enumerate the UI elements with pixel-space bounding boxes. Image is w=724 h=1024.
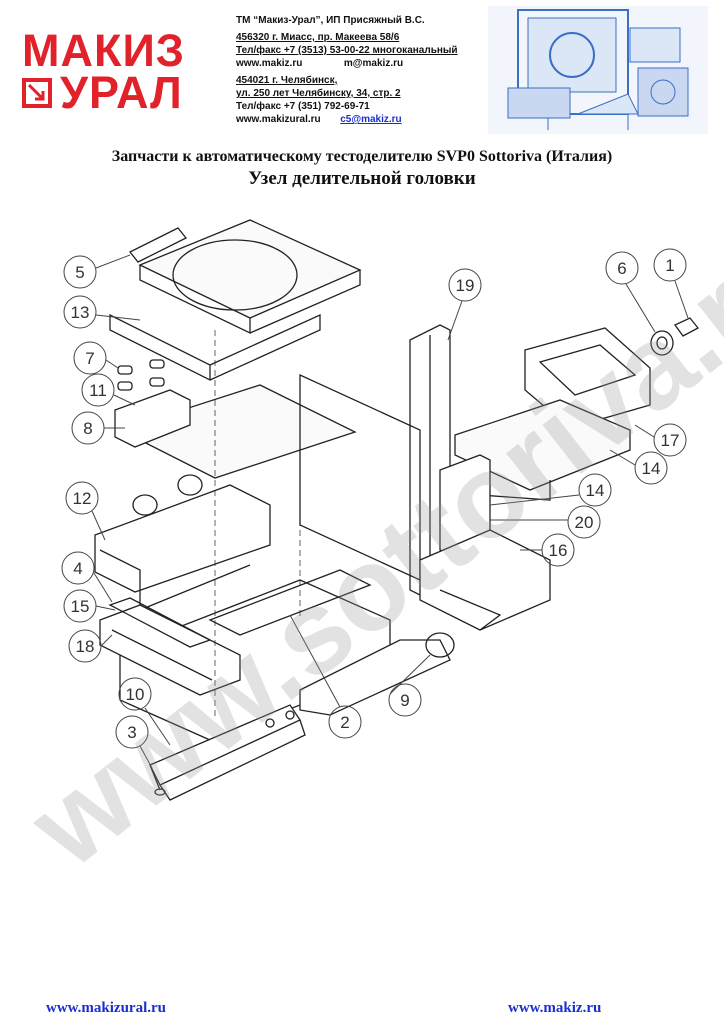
contact-site-2[interactable]: www.makizural.ru	[236, 114, 321, 125]
footer-link-right[interactable]: www.makiz.ru	[508, 1000, 602, 1016]
callout-8: 8	[83, 419, 92, 438]
callout-18: 18	[76, 637, 95, 656]
callout-5: 5	[75, 263, 84, 282]
callout-7: 7	[85, 349, 94, 368]
callout-16: 16	[549, 541, 568, 560]
contact-line-6: ул. 250 лет Челябинску, 34, стр. 2	[236, 88, 401, 99]
contact-line-7: Тел/факс +7 (351) 792-69-71	[236, 101, 370, 112]
callout-13: 13	[71, 303, 90, 322]
contact-email-2[interactable]: c5@makiz.ru	[340, 114, 402, 125]
callout-19: 19	[456, 276, 475, 295]
callout-3: 3	[127, 723, 136, 742]
page-title: Запчасти к автоматическому тестоделителю…	[111, 148, 613, 165]
callout-11: 11	[89, 381, 107, 400]
footer-link-left[interactable]: www.makizural.ru	[46, 1000, 166, 1016]
exploded-assembly-drawing: 5 13 7 11 8 12 4 15 18 10 3 2 9 19 6 1 1…	[61, 219, 699, 801]
callout-20: 20	[575, 513, 594, 532]
equipment-illustration	[488, 6, 708, 134]
contact-email-1[interactable]: m@makiz.ru	[343, 58, 404, 69]
callout-4: 4	[73, 559, 82, 578]
contact-line-2: 456320 г. Миасс, пр. Макеева 58/6	[236, 32, 400, 43]
callout-14b: 14	[586, 481, 605, 500]
company-logo: МАКИЗ УРАЛ	[22, 25, 222, 118]
callout-6: 6	[617, 259, 626, 278]
page-subtitle: Узел делительной головки	[248, 168, 476, 189]
contact-line-1: ТМ “Макиз-Урал”, ИП Присяжный В.С.	[236, 15, 425, 26]
contact-site-1[interactable]: www.makiz.ru	[236, 58, 303, 69]
callout-10: 10	[126, 685, 145, 704]
contact-line-5: 454021 г. Челябинск,	[236, 75, 338, 86]
callout-2: 2	[340, 713, 349, 732]
contact-line-3: Тел/факс +7 (3513) 53-00-22 многоканальн…	[236, 45, 458, 56]
callout-17: 17	[661, 431, 680, 450]
logo-mark-icon	[22, 78, 52, 108]
logo-text-ural: УРАЛ	[60, 67, 183, 118]
callout-12: 12	[73, 489, 92, 508]
callout-15: 15	[71, 597, 90, 616]
callout-14a: 14	[642, 459, 661, 478]
callout-1: 1	[665, 256, 674, 275]
contact-block: ТМ “Макиз-Урал”, ИП Присяжный В.С. 45632…	[236, 14, 458, 126]
logo-text-makiz: МАКИЗ	[22, 25, 185, 76]
callout-9: 9	[400, 691, 409, 710]
